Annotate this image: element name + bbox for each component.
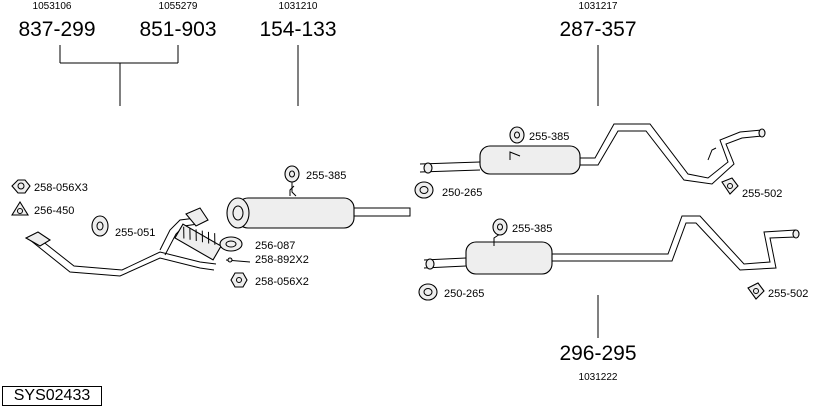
- label-255-385-b[interactable]: 255-385: [529, 131, 569, 143]
- flange-left: [24, 231, 52, 247]
- label-258-056x3[interactable]: 258-056X3: [34, 182, 88, 194]
- rubber-mount-icon-2: [284, 165, 300, 183]
- label-255-051[interactable]: 255-051: [115, 227, 155, 239]
- clamp-icon-1: [414, 181, 434, 199]
- middle-silencer: [226, 185, 411, 229]
- assembly-code-3: 1031210: [279, 1, 318, 12]
- middle-silencer-body: [237, 197, 355, 229]
- assembly-code-5: 1031222: [579, 372, 618, 383]
- assembly-part-4[interactable]: 287-357: [559, 18, 636, 41]
- rear-silencer-lower: [418, 215, 800, 301]
- label-255-385-c[interactable]: 255-385: [512, 223, 552, 235]
- label-256-087[interactable]: 256-087: [255, 240, 295, 252]
- assembly-part-5[interactable]: 296-295: [559, 342, 636, 365]
- label-255-502-b[interactable]: 255-502: [768, 288, 808, 300]
- label-258-892x2[interactable]: 258-892X2: [255, 254, 309, 266]
- rubber-mount-icon-5: [492, 218, 508, 236]
- flex-joint: [174, 223, 222, 261]
- upper-silencer-body: [479, 145, 581, 175]
- rubber-mount-icon-6: [747, 282, 765, 300]
- gasket-icon-2: [219, 236, 243, 252]
- nut-icon-2: [230, 272, 248, 288]
- assembly-code-2: 1055279: [159, 1, 198, 12]
- rubber-mount-icon-4: [721, 177, 739, 195]
- lower-silencer-body: [465, 241, 553, 275]
- assembly-part-1[interactable]: 837-299: [18, 18, 95, 41]
- label-255-502-a[interactable]: 255-502: [742, 188, 782, 200]
- front-pipe: [24, 207, 222, 277]
- assembly-code-4: 1031217: [579, 1, 618, 12]
- label-256-450[interactable]: 256-450: [34, 205, 74, 217]
- flange-mid: [185, 207, 209, 227]
- rear-silencer-upper: [414, 123, 766, 199]
- label-255-385-a[interactable]: 255-385: [306, 170, 346, 182]
- system-code-box: SYS02433: [2, 386, 102, 406]
- leader-lines: [59, 45, 599, 338]
- nut-icon-1: [11, 179, 31, 194]
- clamp-icon-2: [418, 283, 438, 301]
- assembly-code-1: 1053106: [33, 1, 72, 12]
- label-250-265-b[interactable]: 250-265: [444, 288, 484, 300]
- label-258-056x2[interactable]: 258-056X2: [255, 276, 309, 288]
- assembly-part-2[interactable]: 851-903: [139, 18, 216, 41]
- rubber-mount-icon-1: [91, 215, 109, 237]
- small-parts-left: [11, 165, 300, 288]
- label-250-265-a[interactable]: 250-265: [442, 187, 482, 199]
- rubber-mount-icon-3: [509, 126, 525, 144]
- assembly-part-3[interactable]: 154-133: [259, 18, 336, 41]
